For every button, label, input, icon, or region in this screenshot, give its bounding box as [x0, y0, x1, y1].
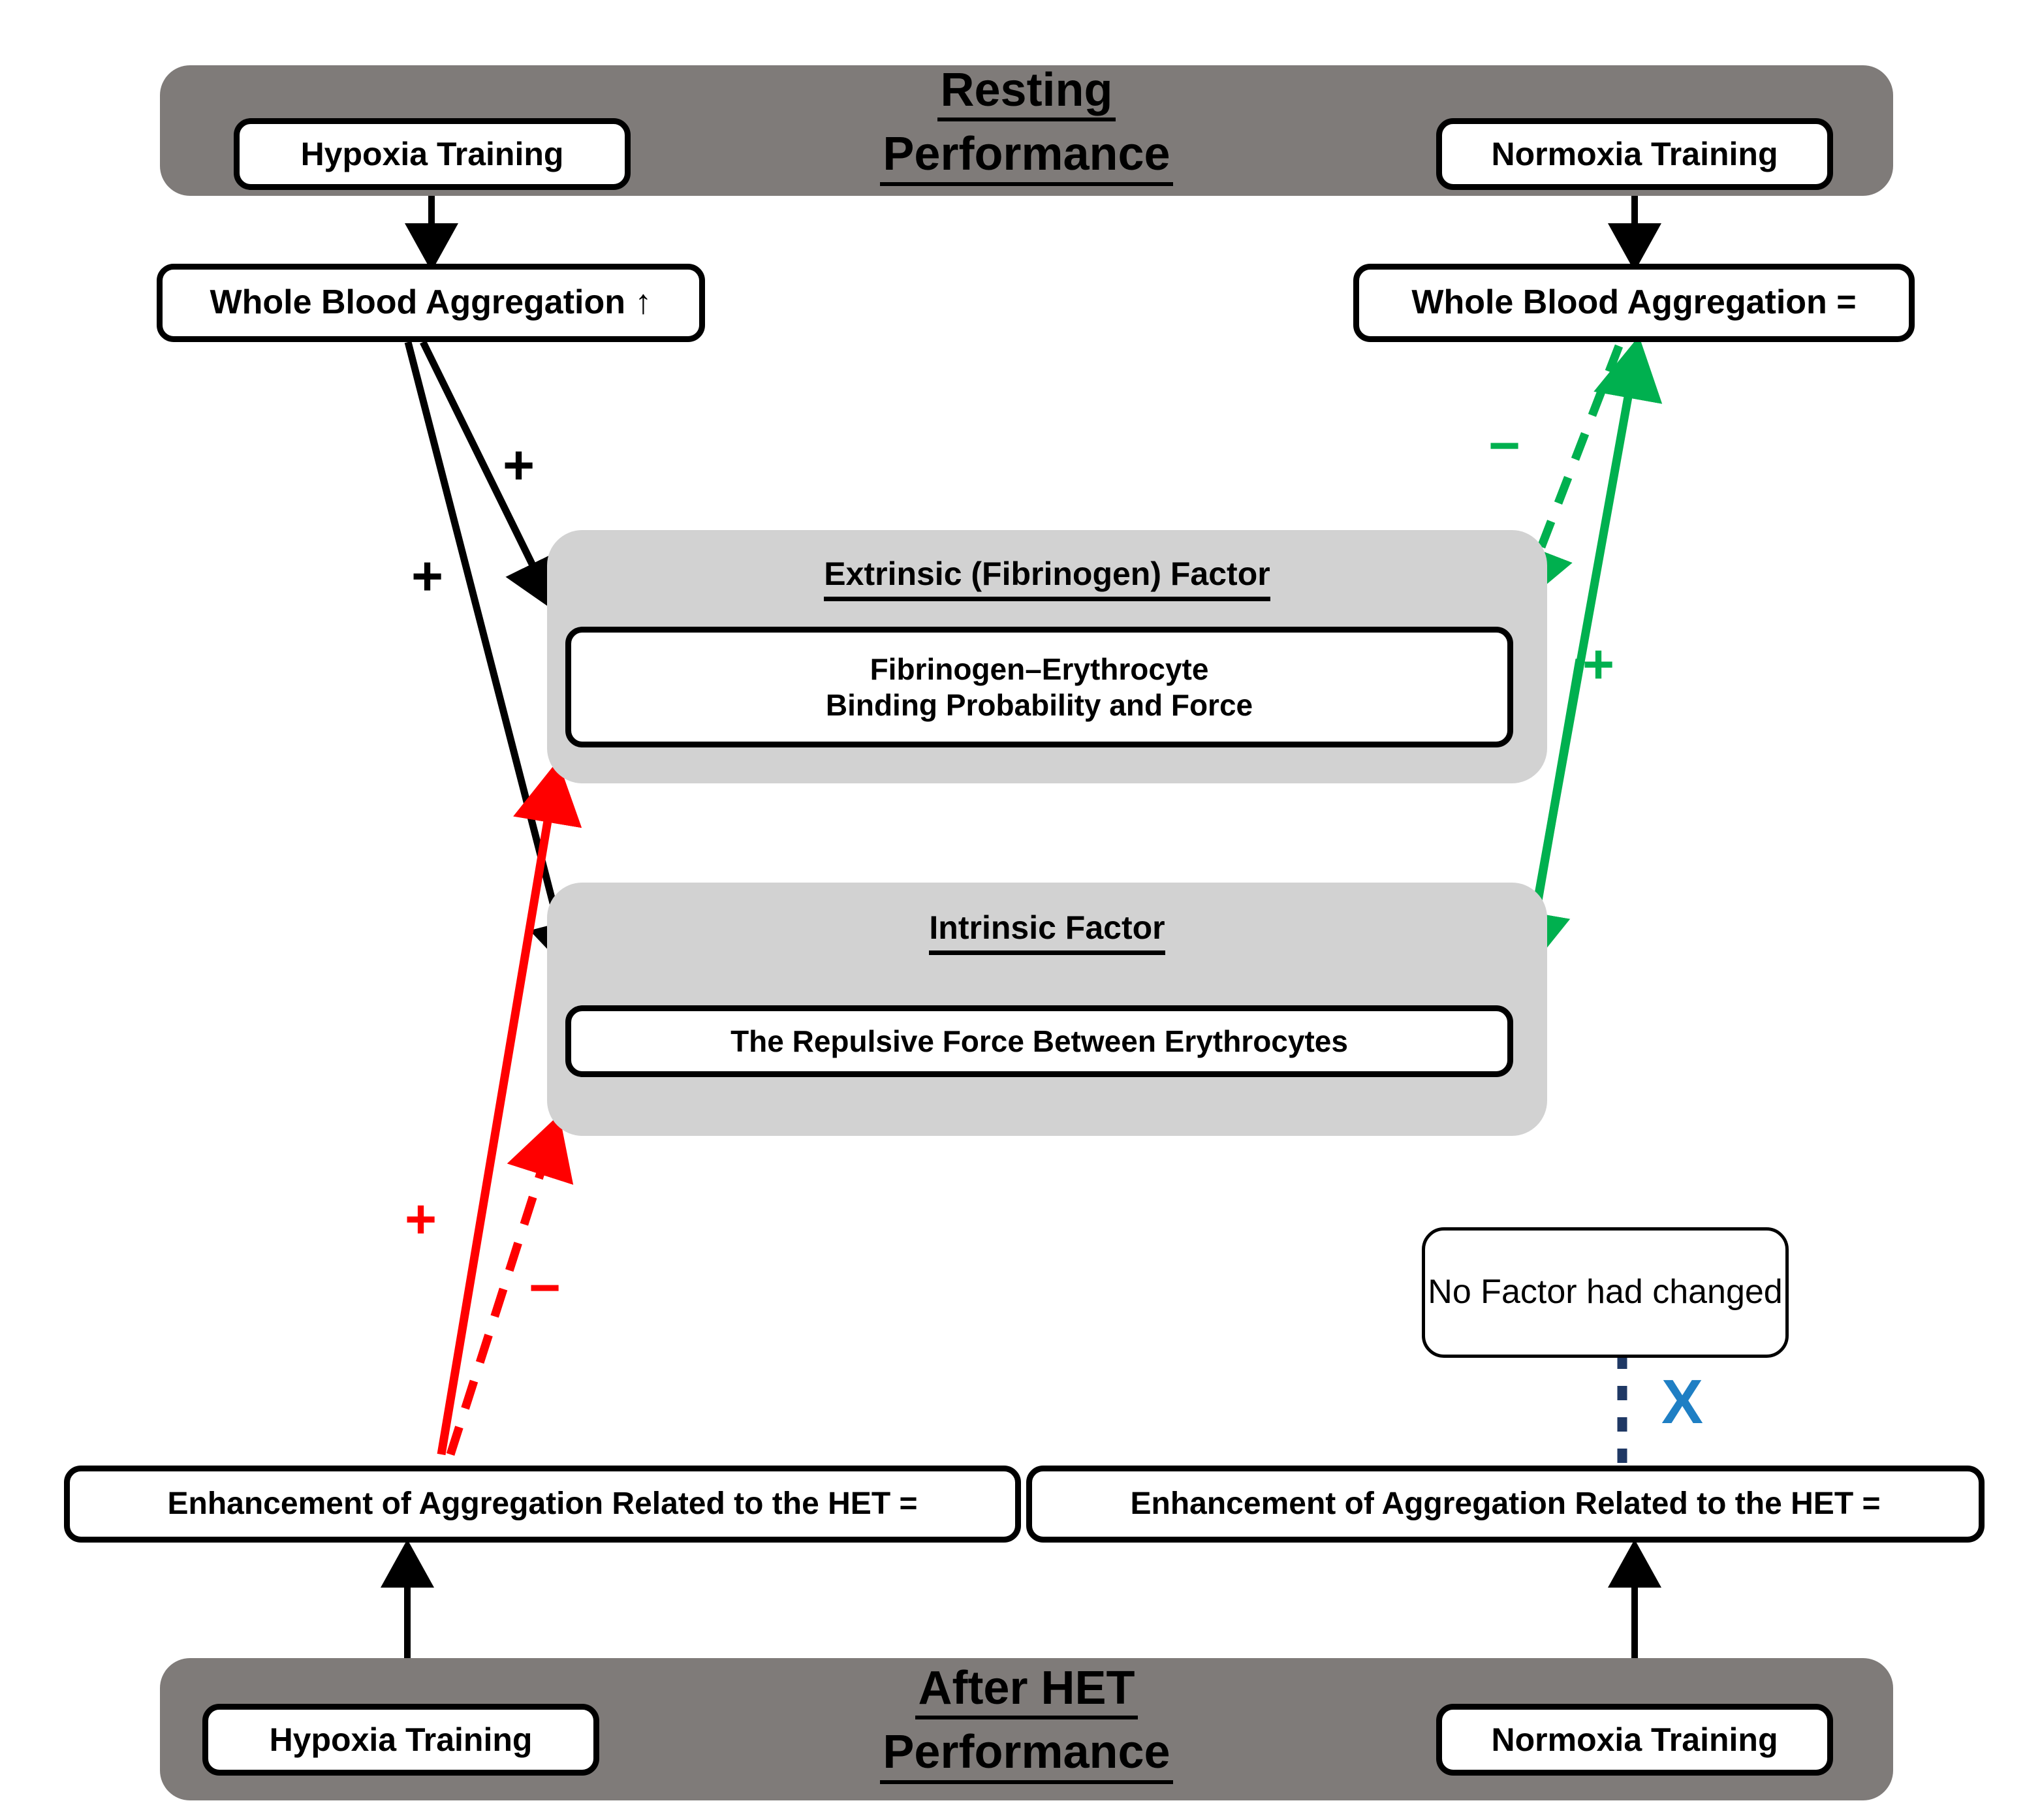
sign-black-plus-lower: +: [411, 545, 444, 606]
node-normoxia-training-top[interactable]: Normoxia Training: [1436, 118, 1833, 190]
sign-black-plus-upper: +: [503, 434, 535, 495]
repulsive-force-label: The Repulsive Force Between Erythrocytes: [730, 1024, 1348, 1058]
node-outcome-normoxia[interactable]: Enhancement of Aggregation Related to th…: [1026, 1466, 1985, 1543]
node-whole-blood-aggregation-equal-label: Whole Blood Aggregation =: [1411, 283, 1857, 322]
arrow-aggregation-to-intrinsic-plus: [404, 341, 587, 975]
intrinsic-factor-title-text: Intrinsic Factor: [929, 909, 1165, 955]
no-factor-line1: No Factor had changed: [1428, 1273, 1783, 1311]
sign-red-minus: −: [529, 1257, 561, 1318]
node-hypoxia-training-top[interactable]: Hypoxia Training: [234, 118, 631, 190]
node-hypoxia-training-bottom[interactable]: Hypoxia Training: [202, 1704, 599, 1776]
arrow-red-solid-outcome-to-extrinsic-plus: [437, 760, 582, 1456]
resting-performance-title: Resting Performance: [160, 65, 1893, 186]
node-outcome-hypoxia-label: Enhancement of Aggregation Related to th…: [167, 1486, 918, 1521]
sign-green-plus: +: [1582, 633, 1615, 695]
node-repulsive-force[interactable]: The Repulsive Force Between Erythrocytes: [565, 1005, 1513, 1077]
fibrinogen-binding-line1: Fibrinogen–Erythrocyte: [870, 652, 1209, 687]
node-fibrinogen-erythrocyte-binding[interactable]: Fibrinogen–Erythrocyte Binding Probabili…: [565, 627, 1513, 747]
node-whole-blood-aggregation-equal[interactable]: Whole Blood Aggregation =: [1353, 264, 1915, 342]
node-hypoxia-training-top-label: Hypoxia Training: [300, 135, 564, 172]
intrinsic-factor-title: Intrinsic Factor: [547, 909, 1547, 955]
extrinsic-factor-title: Extrinsic (Fibrinogen) Factor: [547, 555, 1547, 601]
extrinsic-factor-title-text: Extrinsic (Fibrinogen) Factor: [824, 555, 1270, 601]
node-outcome-hypoxia[interactable]: Enhancement of Aggregation Related to th…: [64, 1466, 1021, 1543]
after-het-title-line2: Performance: [880, 1727, 1173, 1784]
resting-title-line2: Performance: [880, 129, 1173, 186]
sign-green-minus: −: [1488, 415, 1521, 476]
fibrinogen-binding-line2: Binding Probability and Force: [825, 687, 1253, 722]
node-normoxia-training-bottom[interactable]: Normoxia Training: [1436, 1704, 1833, 1776]
after-het-performance-title: After HET Performance: [160, 1663, 1893, 1784]
node-outcome-normoxia-label: Enhancement of Aggregation Related to th…: [1130, 1486, 1881, 1521]
after-het-title-line1: After HET: [915, 1663, 1138, 1720]
node-no-factor-had-changed[interactable]: No Factor had changed: [1422, 1227, 1789, 1358]
node-hypoxia-training-bottom-label: Hypoxia Training: [269, 1721, 533, 1758]
node-normoxia-training-bottom-label: Normoxia Training: [1491, 1721, 1778, 1758]
node-whole-blood-aggregation-increase[interactable]: Whole Blood Aggregation ↑: [157, 264, 705, 342]
sign-red-plus: +: [405, 1188, 437, 1249]
node-normoxia-training-top-label: Normoxia Training: [1491, 135, 1778, 172]
node-whole-blood-aggregation-increase-label: Whole Blood Aggregation ↑: [210, 283, 652, 322]
resting-title-line1: Resting: [937, 65, 1116, 122]
blocked-marker-x: X: [1661, 1367, 1704, 1437]
